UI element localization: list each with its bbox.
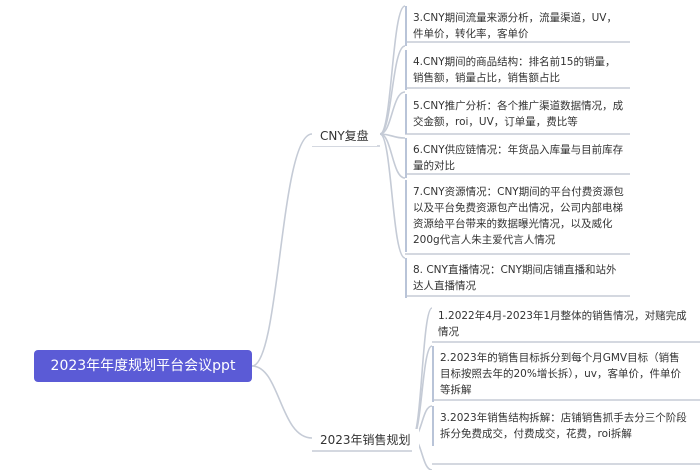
leaf-text: 6.CNY供应链情况：年货品入库量与目前库存量的对比	[413, 144, 624, 172]
link-root-plan	[251, 365, 313, 439]
link-cny-leaf5	[379, 91, 406, 135]
leaf-text: 4.CNY期间的商品结构：排名前15的销量，销售额，销量占比，销售额占比	[413, 56, 616, 84]
branch-label: CNY复盘	[320, 129, 369, 143]
leaf-cny-7[interactable]: 7.CNY资源情况：CNY期间的平台付费资源包以及平台免费资源包产出情况，公司内…	[405, 180, 630, 252]
leaf-cny-4[interactable]: 4.CNY期间的商品结构：排名前15的销量，销售额，销量占比，销售额占比	[405, 50, 630, 90]
leaf-cny-3[interactable]: 3.CNY期间流量来源分析，流量渠道，UV，件单价，转化率，客单价	[405, 6, 630, 46]
leaf-text: 7.CNY资源情况：CNY期间的平台付费资源包以及平台免费资源包产出情况，公司内…	[413, 186, 624, 246]
leaf-cny-5[interactable]: 5.CNY推广分析：各个推广渠道数据情况，成交金额，roi，UV，订单量，费比等	[405, 94, 630, 134]
leaf-text: 8. CNY直播情况：CNY期间店铺直播和站外达人直播情况	[413, 264, 617, 292]
leaf-plan-1[interactable]: 1.2022年4月-2023年1月整体的销售情况，对赌完成情况	[432, 304, 694, 344]
root-label: 2023年年度规划平台会议ppt	[50, 358, 236, 374]
leaf-text: 3.CNY期间流量来源分析，流量渠道，UV，件单价，转化率，客单价	[413, 12, 617, 40]
link-cny-leaf7	[379, 133, 406, 179]
root-node[interactable]: 2023年年度规划平台会议ppt	[34, 350, 252, 382]
leaf-text: 1.2022年4月-2023年1月整体的销售情况，对赌完成情况	[438, 310, 687, 338]
branch-2023-sales-plan[interactable]: 2023年销售规划	[312, 429, 419, 450]
branch-cny-review[interactable]: CNY复盘	[312, 125, 377, 146]
leaf-plan-3[interactable]: 3.2023年销售结构拆解：店铺销售抓手去分三个阶段拆分免费成交，付费成交，花费…	[432, 406, 694, 446]
leaf-text: 2.2023年的销售目标拆分到每个月GMV目标（销售目标按照去年的20%增长拆）…	[440, 352, 681, 396]
link-cny-leaf8	[379, 133, 406, 259]
leaf-plan-2[interactable]: 2.2023年的销售目标拆分到每个月GMV目标（销售目标按照去年的20%增长拆）…	[432, 346, 694, 402]
branch-label: 2023年销售规划	[320, 433, 411, 447]
link-plan-leaf1	[411, 307, 433, 439]
leaf-cny-8[interactable]: 8. CNY直播情况：CNY期间店铺直播和站外达人直播情况	[405, 258, 630, 298]
leaf-cny-6[interactable]: 6.CNY供应链情况：年货品入库量与目前库存量的对比	[405, 138, 630, 178]
leaf-text: 5.CNY推广分析：各个推广渠道数据情况，成交金额，roi，UV，订单量，费比等	[413, 100, 624, 128]
link-cny-leaf4	[379, 45, 406, 135]
leaf-text: 3.2023年销售结构拆解：店铺销售抓手去分三个阶段拆分免费成交，付费成交，花费…	[440, 412, 687, 440]
link-cny-leaf3	[379, 5, 406, 135]
link-root-cny	[251, 133, 313, 367]
